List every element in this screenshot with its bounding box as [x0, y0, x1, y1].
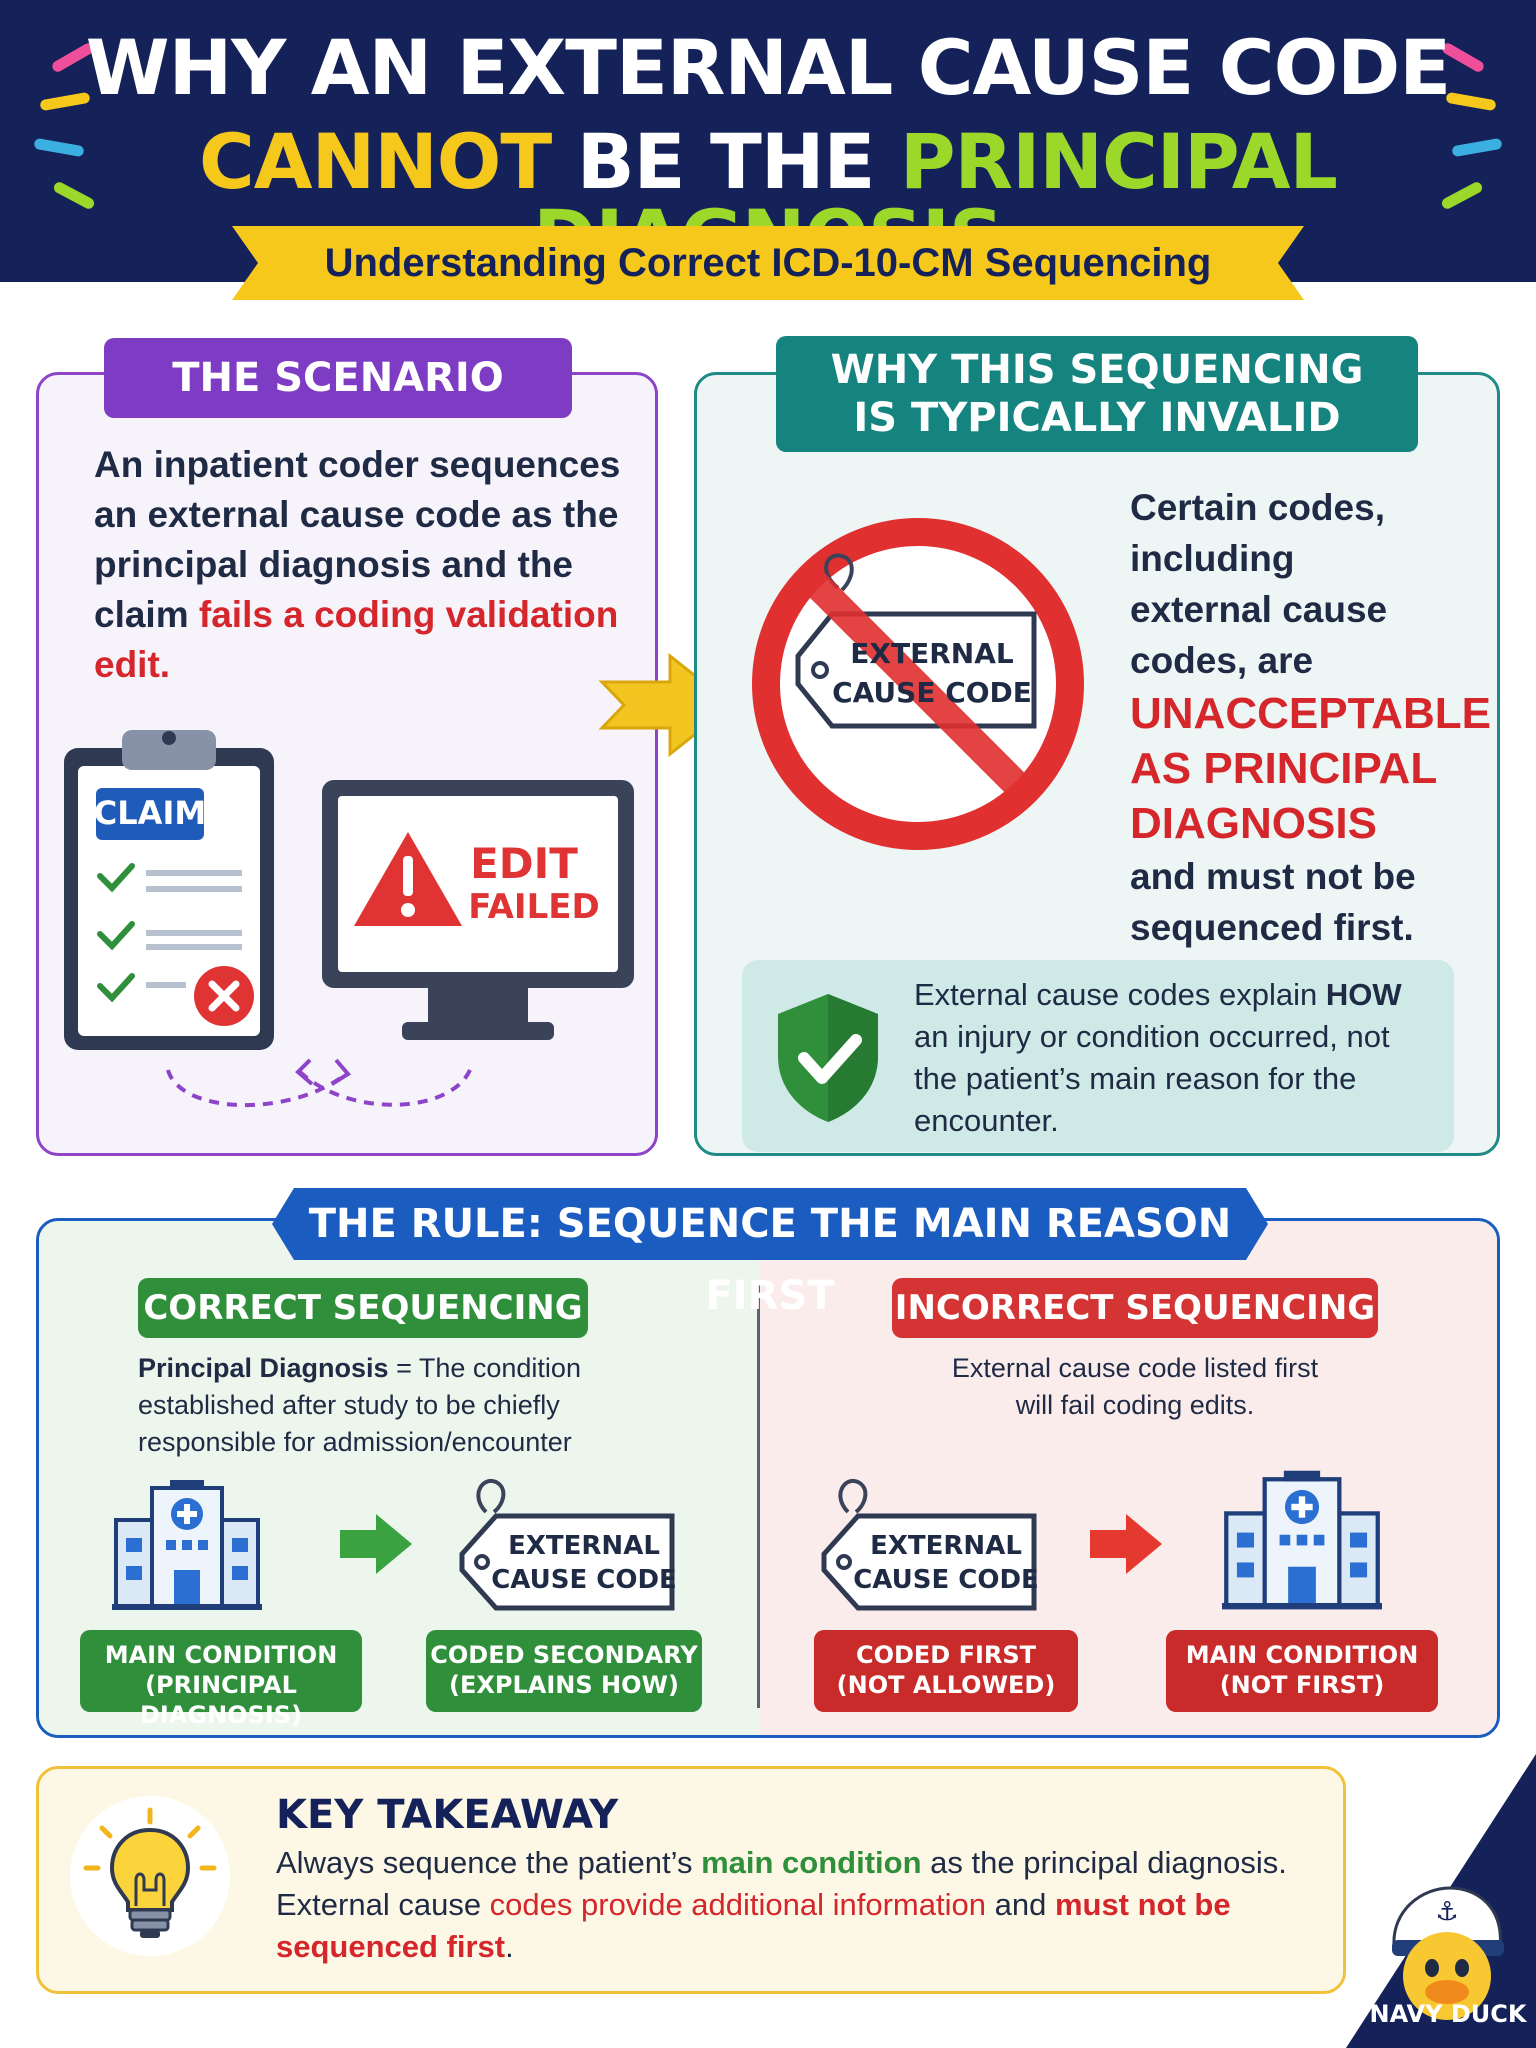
subtitle-ribbon: Understanding Correct ICD-10-CM Sequenci…: [232, 226, 1304, 300]
why-text-line: codes, are: [1130, 640, 1314, 681]
takeaway-text-part: .: [505, 1929, 514, 1964]
incorrect-desc-line: External cause code listed first: [951, 1353, 1319, 1383]
label-line: MAIN CONDITION: [1185, 1641, 1419, 1669]
why-explanation-text: Certain codes, including external cause …: [1130, 482, 1500, 953]
correct-sequencing-tab: CORRECT SEQUENCING: [138, 1278, 588, 1338]
incorrect-tag-line1: EXTERNAL: [870, 1531, 1022, 1561]
lightbulb-icon: [83, 1807, 217, 1938]
why-tab-line1: WHY THIS SEQUENCING: [830, 347, 1364, 393]
label-line: (NOT ALLOWED): [836, 1671, 1056, 1699]
subtitle-text: Understanding Correct ICD-10-CM Sequenci…: [324, 241, 1212, 285]
why-highlight-line: DIAGNOSIS: [1130, 799, 1377, 848]
takeaway-text-part: Always sequence the patient’s: [276, 1845, 702, 1880]
coded-secondary-label: CODED SECONDARY (EXPLAINS HOW): [426, 1630, 702, 1712]
coded-first-label: CODED FIRST (NOT ALLOWED): [814, 1630, 1078, 1712]
takeaway-main-condition: main condition: [701, 1845, 922, 1880]
label-line: MAIN CONDITION: [104, 1641, 338, 1669]
main-condition-label: MAIN CONDITION (PRINCIPAL DIAGNOSIS): [80, 1630, 362, 1729]
info-text: External cause codes explain HOW an inju…: [914, 974, 1434, 1142]
label-line: (PRINCIPAL DIAGNOSIS): [139, 1671, 303, 1729]
why-invalid-tab: WHY THIS SEQUENCING IS TYPICALLY INVALID: [776, 336, 1418, 452]
why-text-line: and must not be: [1130, 856, 1416, 897]
rule-title: THE RULE: SEQUENCE THE MAIN REASON FIRST: [308, 1201, 1232, 1319]
takeaway-text-part: as the principal diagnosis. External cau…: [276, 1845, 1287, 1922]
title-line-1: WHY AN EXTERNAL CAUSE CODE: [85, 23, 1451, 112]
correct-desc-rest: = The condition established after study …: [138, 1353, 581, 1457]
correct-external-cause-tag: EXTERNAL CAUSE CODE: [459, 1478, 677, 1611]
brand-name: NAVY DUCK: [1369, 2000, 1527, 2028]
incorrect-description: External cause code listed first will fa…: [820, 1350, 1450, 1424]
ribbon-shape: [232, 226, 1304, 300]
svg-text:⚓: ⚓: [1435, 1897, 1458, 1927]
why-highlight-line: UNACCEPTABLE: [1130, 689, 1491, 738]
takeaway-additional-info: codes provide additional information: [489, 1887, 986, 1922]
info-text-bold: HOW: [1325, 977, 1402, 1012]
scenario-text: An inpatient coder sequences an external…: [94, 440, 634, 690]
rule-ribbon-shape: [272, 1188, 1268, 1260]
correct-tag-line2: CAUSE CODE: [491, 1565, 677, 1595]
incorrect-tag-line2: CAUSE CODE: [853, 1565, 1039, 1595]
claim-clipboard-icon: CLAIM: [64, 730, 274, 1050]
incorrect-external-cause-tag: EXTERNAL CAUSE CODE: [821, 1478, 1039, 1611]
hospital-icon: [1222, 1470, 1382, 1610]
shield-check-icon: [778, 994, 878, 1122]
key-takeaway-text: Always sequence the patient’s main condi…: [276, 1842, 1336, 1968]
info-text-part: an injury or condition occurred, not the…: [914, 1019, 1390, 1138]
why-tag-line1: EXTERNAL: [850, 637, 1014, 670]
takeaway-text-part: and: [985, 1887, 1055, 1922]
swap-arrows-icon: [166, 1058, 472, 1107]
scenario-text-highlight: fails a coding validation edit.: [94, 594, 619, 685]
title-word-be-the: BE THE: [551, 117, 900, 206]
navy-duck-logo: ⚓: [1346, 1754, 1536, 2048]
why-text-line: external cause: [1130, 589, 1388, 630]
claim-label: CLAIM: [94, 794, 206, 832]
incorrect-desc-line: will fail coding edits.: [1015, 1390, 1255, 1420]
scenario-text-main: An inpatient coder sequences an external…: [94, 444, 621, 635]
main-condition-not-first-label: MAIN CONDITION (NOT FIRST): [1166, 1630, 1438, 1712]
correct-desc-bold: Principal Diagnosis: [138, 1353, 389, 1383]
red-arrow-icon: [1090, 1514, 1162, 1574]
section-divider: [757, 1284, 760, 1708]
edit-failed-monitor-icon: EDIT FAILED: [322, 780, 634, 1040]
takeaway-must-not: must not be sequenced first: [276, 1887, 1231, 1964]
why-tag-line2: CAUSE CODE: [832, 676, 1032, 709]
why-tab-line2: IS TYPICALLY INVALID: [853, 395, 1341, 441]
edit-failed-line2: FAILED: [468, 887, 599, 927]
title-word-cannot: CANNOT: [199, 117, 552, 206]
rule-ribbon: THE RULE: SEQUENCE THE MAIN REASON FIRST: [272, 1188, 1268, 1319]
why-text-line: Certain codes,: [1130, 487, 1385, 528]
green-arrow-icon: [340, 1514, 412, 1574]
label-line: CODED SECONDARY: [430, 1641, 698, 1669]
scenario-tab: THE SCENARIO: [104, 338, 572, 418]
key-takeaway-panel: [36, 1766, 1346, 1994]
incorrect-sequencing-tab: INCORRECT SEQUENCING: [892, 1278, 1378, 1338]
why-text-line: sequenced first.: [1130, 907, 1414, 948]
label-line: (EXPLAINS HOW): [449, 1671, 679, 1699]
hospital-icon: [112, 1480, 262, 1610]
correct-tag-line1: EXTERNAL: [508, 1531, 660, 1561]
edit-failed-line1: EDIT: [470, 839, 578, 888]
label-line: CODED FIRST: [855, 1641, 1037, 1669]
label-line: (NOT FIRST): [1219, 1671, 1385, 1699]
key-takeaway-title: KEY TAKEAWAY: [276, 1792, 619, 1838]
why-highlight-line: AS PRINCIPAL: [1130, 744, 1438, 793]
why-text-line: including: [1130, 538, 1295, 579]
correct-description: Principal Diagnosis = The condition esta…: [138, 1350, 678, 1461]
prohibited-external-cause-icon: EXTERNAL CAUSE CODE: [752, 518, 1084, 850]
info-text-part: External cause codes explain: [914, 977, 1326, 1012]
